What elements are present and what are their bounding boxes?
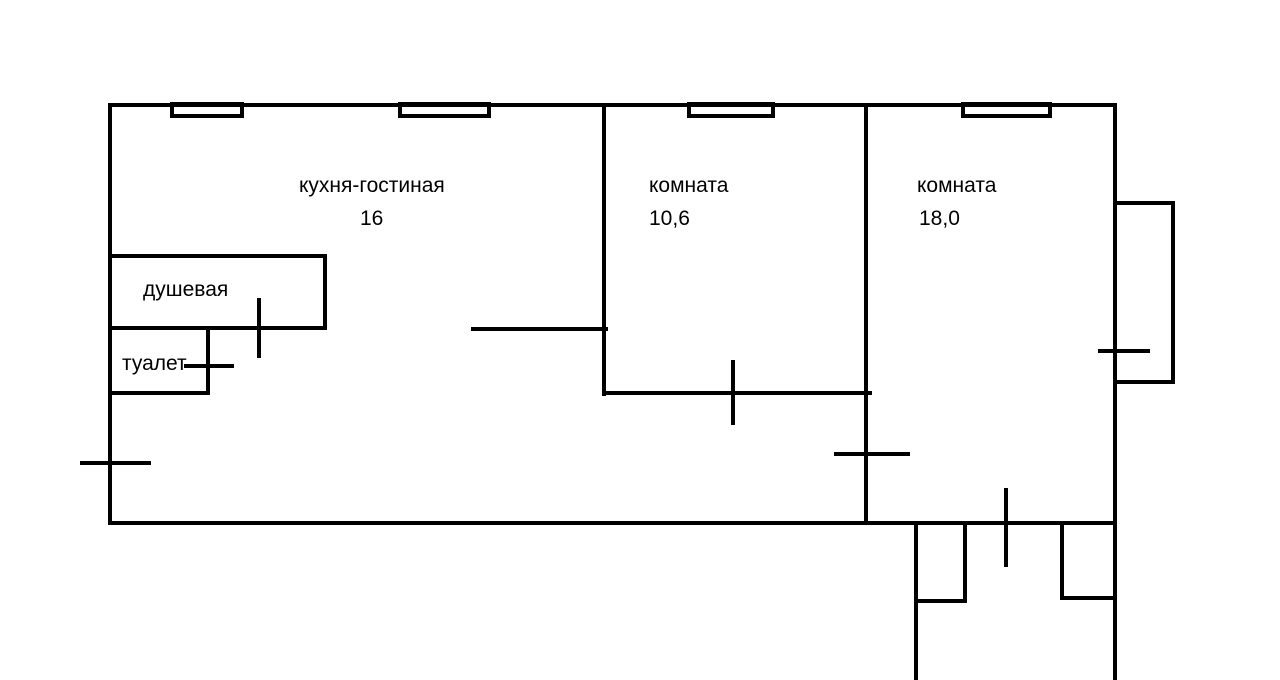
room-area-room2: 18,0 [919,207,960,230]
outer-walls [108,103,1117,525]
room-name-shower: душевая [143,278,229,301]
room-name-toilet: туалет [122,352,187,375]
shower-walls [110,254,327,330]
room-area-room1: 10,6 [649,207,690,230]
niche [914,525,967,603]
window [398,102,491,118]
window [687,102,775,118]
window [961,102,1052,118]
room-area-kitchen-living: 16 [360,207,384,230]
room-name-room1: комната [649,174,729,197]
niche [1060,525,1115,600]
room-name-room2: комната [917,174,997,197]
toilet-walls [110,326,210,395]
room-name-kitchen-living: кухня-гостиная [299,174,445,197]
balcony [1113,201,1175,384]
window [170,102,244,118]
